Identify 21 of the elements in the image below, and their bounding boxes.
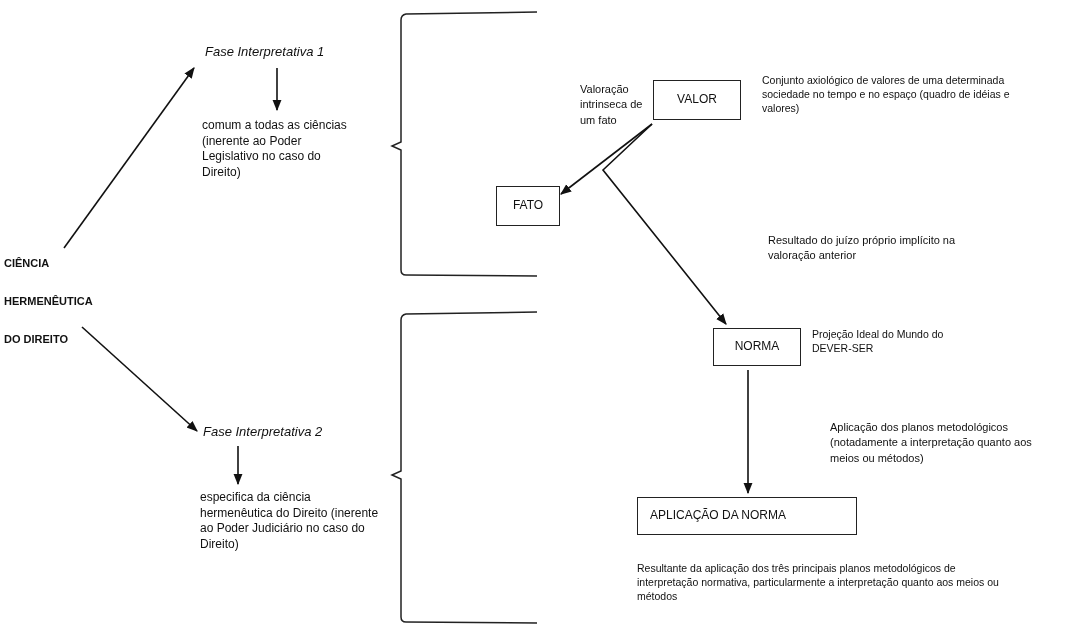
concept-text: CIÊNCIA HERMENÊUTICA DO DIREITO bbox=[4, 244, 104, 358]
concept-text: especifica da ciência hermenêutica do Direito (inerente ao Poder Judiciário no caso do Direito) bbox=[200, 490, 380, 553]
concept-box: NORMA bbox=[713, 328, 801, 366]
annotation-text: Valoração intrinseca de um fato bbox=[580, 82, 644, 128]
concept-box: FATO bbox=[496, 186, 560, 226]
arrow bbox=[81, 326, 198, 432]
arrow bbox=[601, 123, 727, 325]
node-note: Projeção Ideal do Mundo do DEVER-SER bbox=[812, 327, 945, 356]
concept-text: Fase Interpretativa 1 bbox=[205, 44, 375, 61]
arrow bbox=[233, 445, 243, 486]
annotation-text: Resultado do juízo próprio implícito na valoração anterior bbox=[768, 233, 957, 264]
node-note: Conjunto axiológico de valores de uma determinada sociedade no tempo e no espaço (quadro de idéias e valores) bbox=[762, 73, 1011, 116]
concept-box: VALOR bbox=[653, 80, 741, 120]
annotation-text: Aplicação dos planos metodológicos (notadamente a interpretação quanto aos meios ou métodos) bbox=[830, 420, 1033, 466]
concept-text: comum a todas as ciências (inerente ao Poder Legislativo no caso do Direito) bbox=[202, 118, 352, 181]
concept-box: APLICAÇÃO DA NORMA bbox=[637, 497, 857, 535]
concept-text: Fase Interpretativa 2 bbox=[203, 424, 373, 441]
arrow bbox=[63, 67, 195, 249]
arrow bbox=[743, 369, 753, 495]
arrow bbox=[272, 67, 282, 112]
node-note: Resultante da aplicação dos três principais planos metodológicos de interpretação normativa, particularmente a interpretação quanto aos meios ou métodos bbox=[637, 561, 1000, 604]
